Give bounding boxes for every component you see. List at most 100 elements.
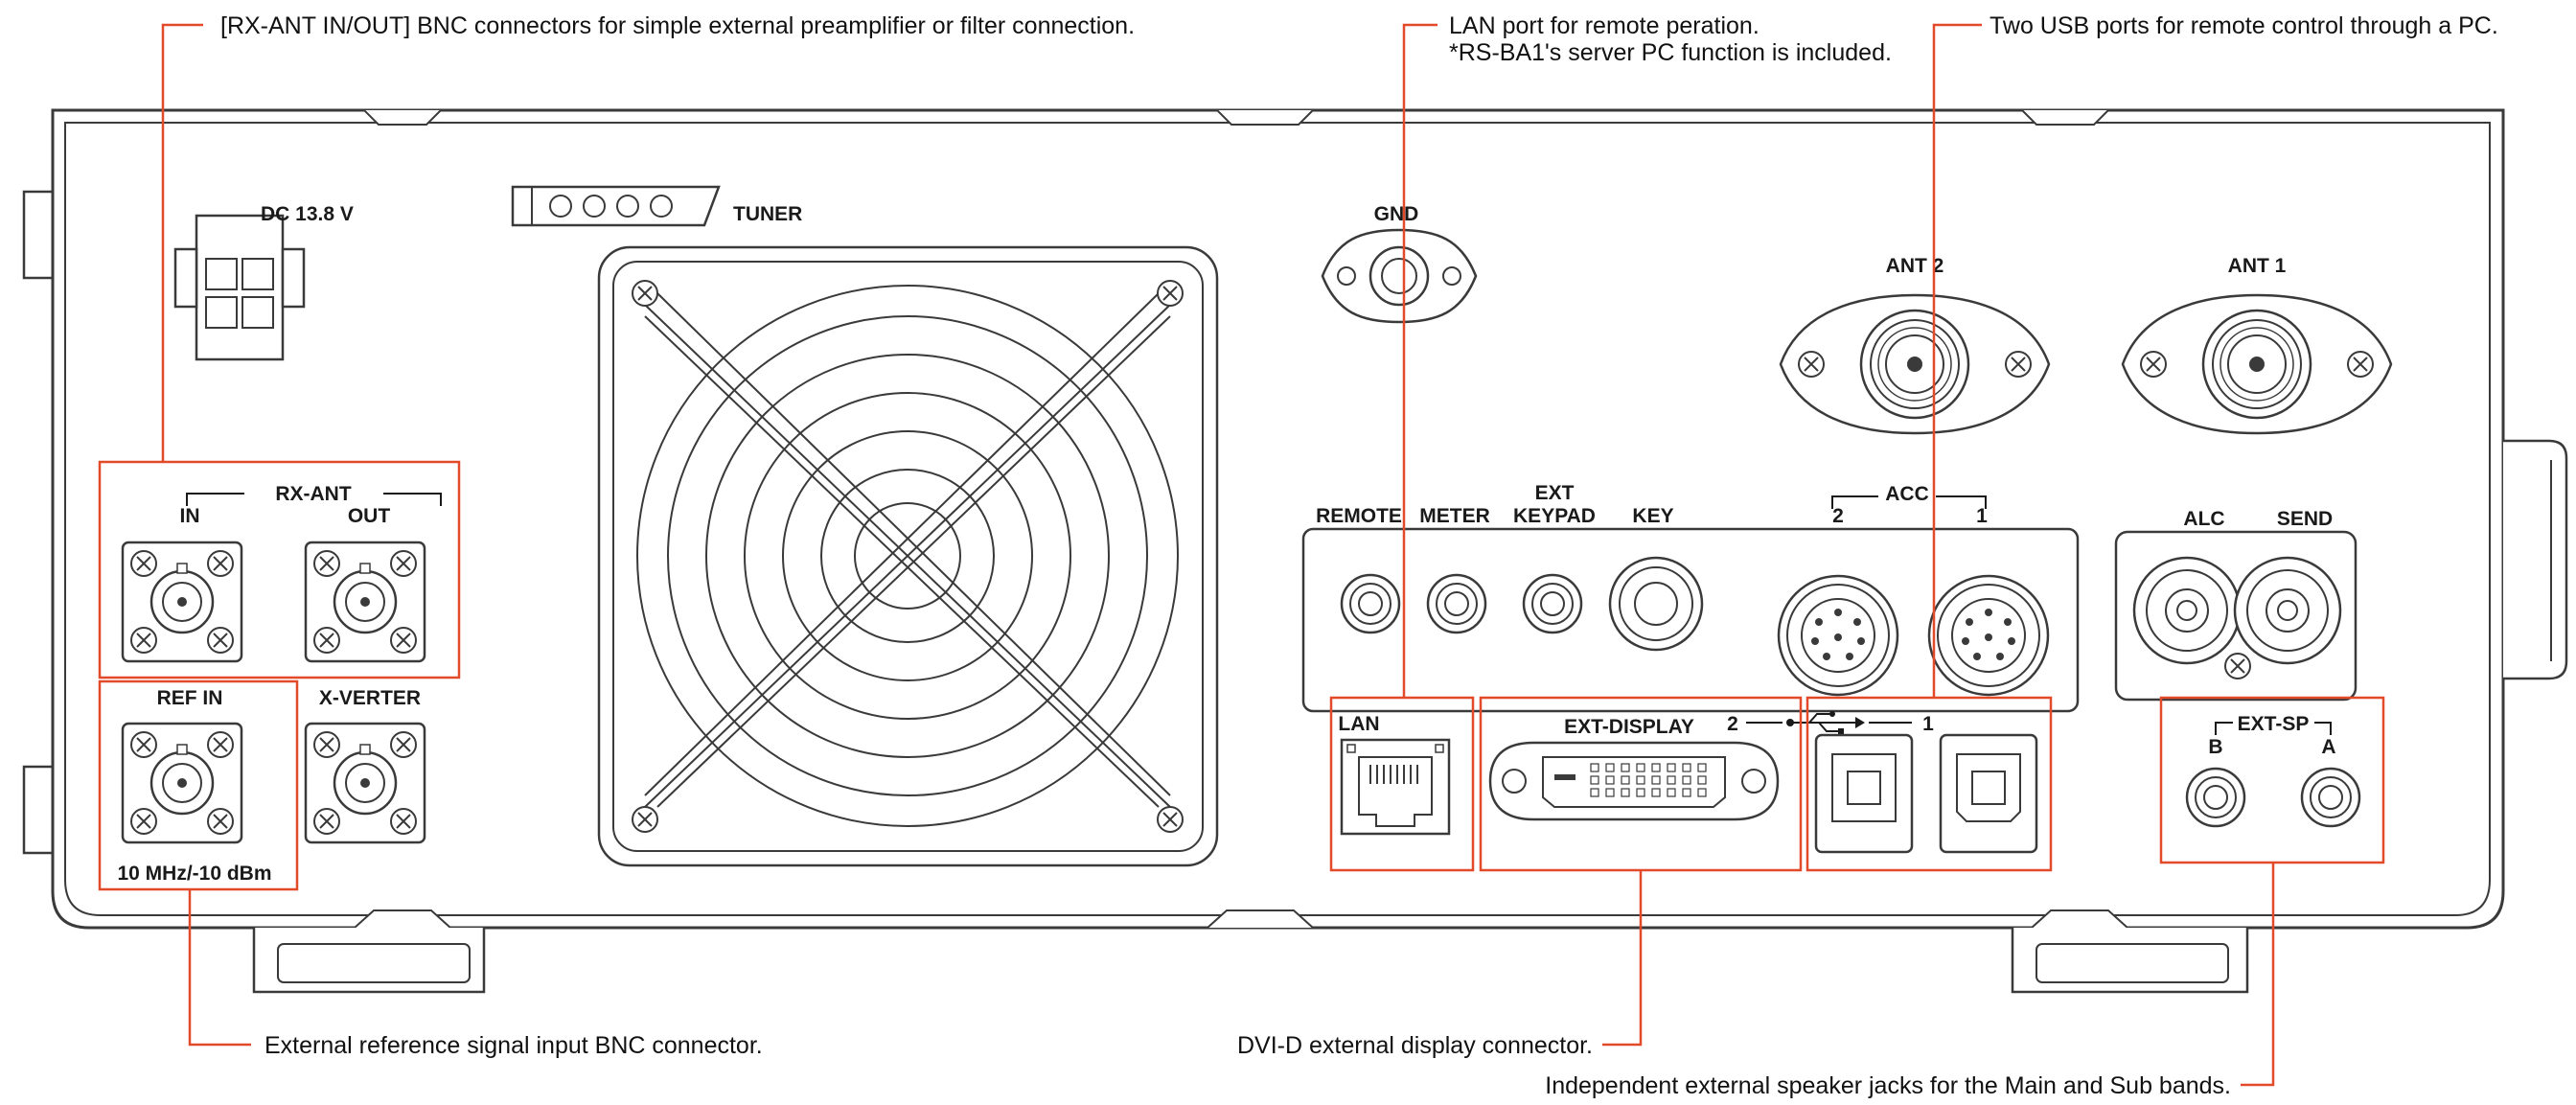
acc-bracket xyxy=(1831,495,1987,509)
dc-power-connector xyxy=(173,214,306,361)
rx-ant-out-connector xyxy=(306,542,425,661)
leader-dvi xyxy=(1602,870,1643,1047)
dvi-pin xyxy=(1636,763,1645,772)
callout-lan-1: LAN port for remote peration. xyxy=(1449,12,1760,39)
tuner-connector xyxy=(511,185,721,227)
ext-keypad-label-2: KEYPAD xyxy=(1513,505,1596,527)
ext-sp-label: EXT-SP xyxy=(2238,713,2310,735)
callout-ref-in: External reference signal input BNC conn… xyxy=(264,1032,763,1059)
leader-ext-sp xyxy=(2241,863,2275,1087)
dvi-pin xyxy=(1651,763,1661,772)
dvi-pin xyxy=(1621,775,1630,785)
send-label: SEND xyxy=(2277,508,2333,530)
ref-in-connector xyxy=(123,724,242,842)
leader-usb xyxy=(1932,23,1982,698)
dvi-pin xyxy=(1682,788,1691,797)
dvi-pin xyxy=(1621,788,1630,797)
usb-port-1 xyxy=(1939,733,2038,854)
leader-lan xyxy=(1402,23,1438,698)
rx-in-label: IN xyxy=(180,505,200,527)
dvi-pin xyxy=(1621,763,1630,772)
meter-label: METER xyxy=(1419,505,1490,527)
callout-dvi: DVI-D external display connector. xyxy=(1237,1032,1593,1059)
ext-sp-b-jack xyxy=(2185,767,2246,828)
panel-screw-icon xyxy=(2224,653,2251,679)
ref-in-label: REF IN xyxy=(157,687,223,709)
alc-jack xyxy=(2132,556,2242,665)
highlight-ref-in xyxy=(98,679,299,891)
dvi-pin xyxy=(1667,788,1676,797)
ext-display-label: EXT-DISPLAY xyxy=(1564,716,1694,738)
ethernet-port-icon xyxy=(1340,738,1451,836)
meter-jack xyxy=(1426,573,1487,634)
callout-lines xyxy=(161,23,2275,1087)
ext-sp-a-jack xyxy=(2300,767,2361,828)
callout-ext-sp: Independent external speaker jacks for t… xyxy=(1545,1072,2231,1099)
alc-label: ALC xyxy=(2183,508,2224,530)
rx-out-label: OUT xyxy=(348,505,391,527)
ant2-label: ANT 2 xyxy=(1886,255,1944,277)
dvi-pin xyxy=(1697,763,1707,772)
dvi-pin xyxy=(1682,775,1691,785)
dvi-pin xyxy=(1697,788,1707,797)
dvi-pin xyxy=(1667,763,1676,772)
rx-ant-bracket xyxy=(186,493,442,506)
acc-1-label: 1 xyxy=(1976,505,1988,527)
dvi-connector-icon xyxy=(1488,741,1780,821)
dvi-pin xyxy=(1697,775,1707,785)
dvi-pin xyxy=(1682,763,1691,772)
usb-1-label: 1 xyxy=(1922,713,1934,735)
usb-2-label: 2 xyxy=(1727,713,1738,735)
ext-sp-bracket xyxy=(2215,722,2332,735)
xverter-label: X-VERTER xyxy=(319,687,421,709)
key-label: KEY xyxy=(1632,505,1673,527)
dvi-pin xyxy=(1636,788,1645,797)
rx-ant-label: RX-ANT xyxy=(275,483,351,505)
acc-2-connector xyxy=(1777,574,1899,697)
dc-label: DC 13.8 V xyxy=(261,203,354,225)
rx-ant-in-connector xyxy=(123,542,242,661)
acc-2-label: 2 xyxy=(1832,505,1844,527)
sp-b-label: B xyxy=(2208,736,2222,758)
dvi-pin xyxy=(1636,775,1645,785)
ref-spec-label: 10 MHz/-10 dBm xyxy=(117,863,271,885)
dvi-pin xyxy=(1605,775,1615,785)
ant2-connector xyxy=(1781,295,2049,433)
callout-lan-2: *RS-BA1's server PC function is included… xyxy=(1449,39,1892,66)
lan-label: LAN xyxy=(1338,713,1379,735)
dvi-pin xyxy=(1667,775,1676,785)
gnd-terminal xyxy=(1321,228,1478,324)
dvi-pin xyxy=(1651,775,1661,785)
dvi-pin xyxy=(1651,788,1661,797)
acc-label: ACC xyxy=(1885,483,1929,505)
key-jack xyxy=(1608,556,1704,652)
dvi-pin xyxy=(1605,763,1615,772)
ext-keypad-label-1: EXT xyxy=(1535,482,1575,504)
remote-label: REMOTE xyxy=(1316,505,1402,527)
callout-usb: Two USB ports for remote control through… xyxy=(1990,12,2498,39)
highlight-rx-ant xyxy=(98,460,461,679)
tuner-label: TUNER xyxy=(733,203,802,225)
usb-symbol-icon xyxy=(1746,711,1912,734)
highlight-lan xyxy=(1329,696,1475,872)
leader-ref-in xyxy=(188,889,251,1047)
sp-a-label: A xyxy=(2321,736,2335,758)
dvi-pin xyxy=(1590,763,1599,772)
gnd-label: GND xyxy=(1374,203,1419,225)
dvi-pin xyxy=(1605,788,1615,797)
highlight-usb xyxy=(1806,696,2053,872)
send-jack xyxy=(2233,556,2342,665)
ext-keypad-jack xyxy=(1522,573,1583,634)
dvi-pin xyxy=(1590,788,1599,797)
remote-jack xyxy=(1340,573,1401,634)
acc-1-connector xyxy=(1927,574,2050,697)
fan-grille-icon xyxy=(597,245,1219,867)
callout-rx-ant: [RX-ANT IN/OUT] BNC connectors for simpl… xyxy=(220,12,1135,39)
leader-rx-ant xyxy=(161,23,203,462)
ant1-connector xyxy=(2123,295,2391,433)
xverter-connector xyxy=(306,724,425,842)
usb-port-2 xyxy=(1814,733,1914,854)
dvi-pin xyxy=(1590,775,1599,785)
ant1-label: ANT 1 xyxy=(2228,255,2287,277)
